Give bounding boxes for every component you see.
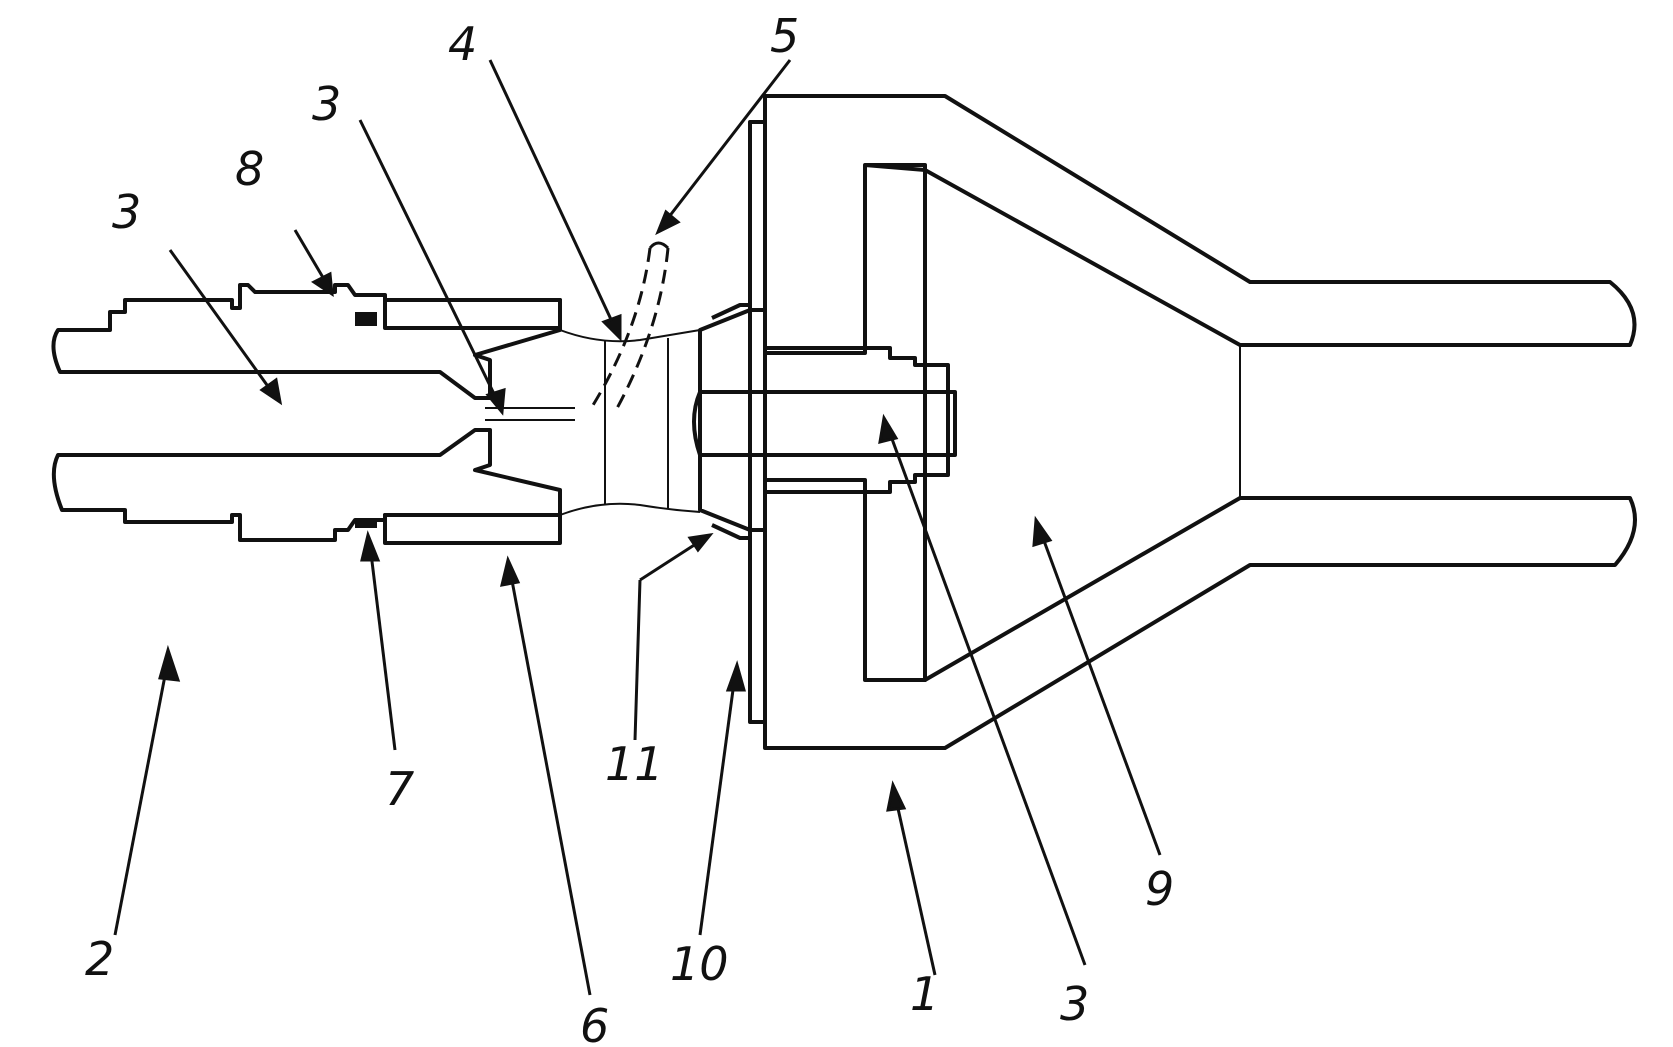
flange-plate bbox=[748, 120, 767, 724]
label-3-left: 3 bbox=[112, 185, 141, 239]
left-body-lower bbox=[51, 428, 562, 542]
reference-labels: 1 2 3 3 3 3 4 5 6 7 8 9 10 11 bbox=[85, 9, 1174, 1047]
label-2: 2 bbox=[85, 932, 114, 986]
nozzle-insert bbox=[698, 308, 950, 532]
seal-top bbox=[355, 312, 377, 326]
housing-lower bbox=[763, 478, 1637, 750]
label-5: 5 bbox=[770, 9, 799, 63]
label-6: 6 bbox=[580, 999, 609, 1047]
label-3-orifice: 3 bbox=[312, 77, 341, 131]
label-9: 9 bbox=[1145, 862, 1174, 916]
sleeve-bottom bbox=[383, 513, 562, 545]
label-8: 8 bbox=[235, 142, 264, 196]
seal-bottom bbox=[355, 518, 377, 528]
leader-lines bbox=[113, 59, 1162, 996]
label-1: 1 bbox=[910, 967, 939, 1021]
label-7: 7 bbox=[385, 762, 414, 816]
sleeve-top bbox=[383, 298, 562, 330]
left-body bbox=[51, 283, 575, 545]
jet-gap bbox=[559, 241, 701, 516]
label-3-right: 3 bbox=[1060, 977, 1089, 1031]
label-10: 10 bbox=[670, 937, 729, 991]
label-11: 11 bbox=[605, 737, 664, 791]
housing-upper bbox=[763, 94, 1637, 355]
right-housing bbox=[692, 94, 1637, 750]
label-4: 4 bbox=[448, 17, 477, 71]
